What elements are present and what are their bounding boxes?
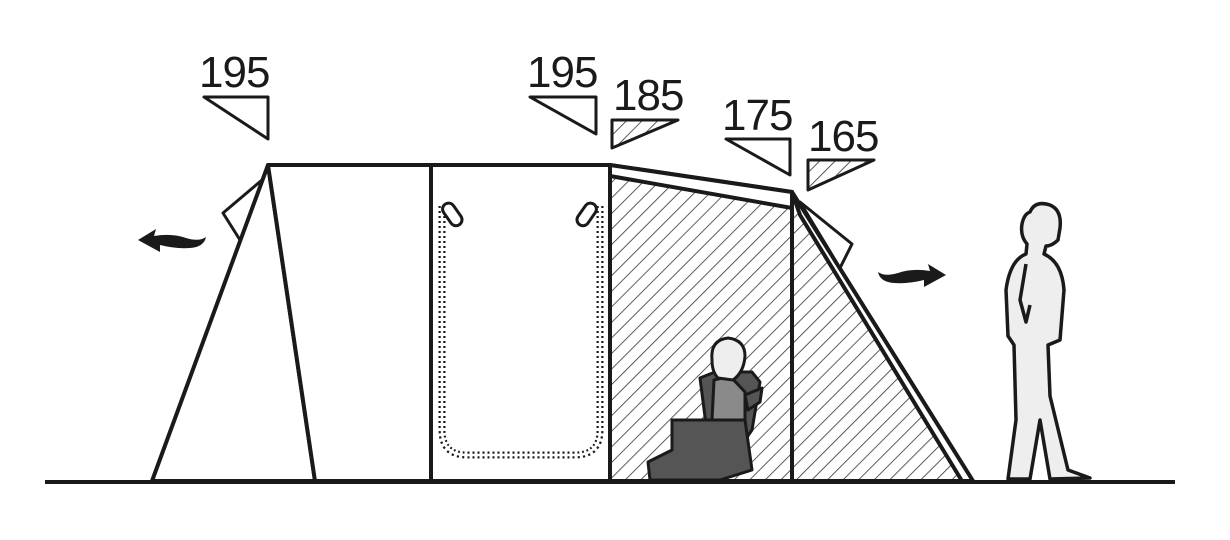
arrow-right-icon xyxy=(878,264,946,287)
height-marker-2 xyxy=(528,95,598,136)
zipper-pulls xyxy=(441,201,598,228)
height-marker-1 xyxy=(202,95,270,141)
height-label-5: 165 xyxy=(808,112,878,161)
height-label-3: 185 xyxy=(613,71,683,120)
height-marker-4 xyxy=(724,137,792,177)
height-label-4: 175 xyxy=(722,91,792,140)
arrow-left-icon xyxy=(138,229,206,252)
height-marker-3 xyxy=(610,118,680,150)
right-end-panel xyxy=(790,190,975,483)
height-label-1: 195 xyxy=(199,48,269,97)
height-label-2: 195 xyxy=(527,48,597,97)
height-marker-5 xyxy=(806,158,876,192)
door-zipper xyxy=(438,206,604,459)
standing-person-icon xyxy=(1004,201,1092,481)
seated-person-icon xyxy=(646,336,764,482)
